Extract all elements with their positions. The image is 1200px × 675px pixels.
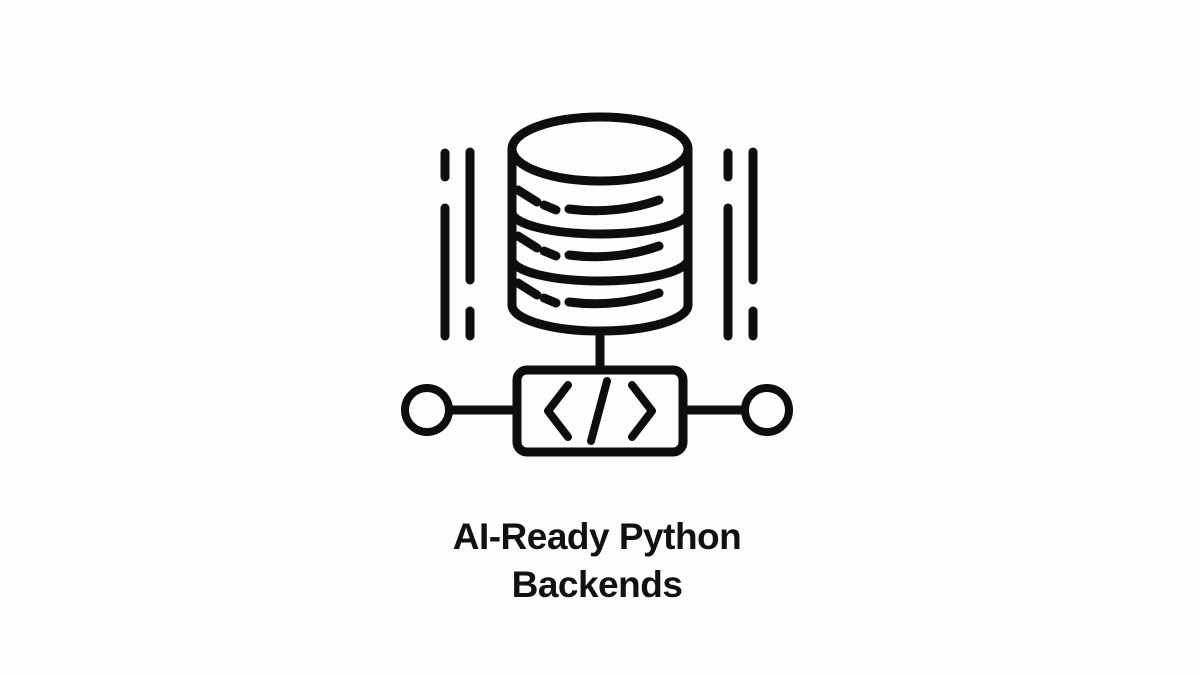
db-tier-dashes bbox=[513, 185, 664, 216]
code-glyph bbox=[544, 377, 656, 445]
code-glyph-slash bbox=[587, 377, 611, 445]
database-cylinder-icon bbox=[507, 112, 693, 336]
db-tier-dashes bbox=[513, 231, 664, 262]
code-block-icon bbox=[512, 365, 688, 457]
title: AI-Ready Python Backends bbox=[0, 513, 1194, 609]
db-top-ellipse bbox=[507, 112, 693, 186]
db-bottom-arc bbox=[507, 300, 693, 336]
title-line-2: Backends bbox=[511, 564, 683, 605]
title-line-1: AI-Ready Python bbox=[452, 516, 742, 557]
db-separator-arc bbox=[507, 254, 693, 286]
db-separator-arc bbox=[507, 207, 693, 239]
speed-lines-left-icon bbox=[440, 147, 475, 341]
code-glyph-gt bbox=[628, 381, 656, 441]
speed-lines-right-icon bbox=[723, 147, 758, 341]
code-glyph-lt bbox=[544, 381, 572, 441]
node-circle-right bbox=[741, 384, 793, 436]
node-right-icon bbox=[681, 384, 793, 436]
node-circle-left bbox=[401, 384, 453, 436]
database-code-icon bbox=[401, 112, 793, 457]
node-left-icon bbox=[401, 384, 519, 436]
db-tier-dashes bbox=[513, 278, 664, 309]
